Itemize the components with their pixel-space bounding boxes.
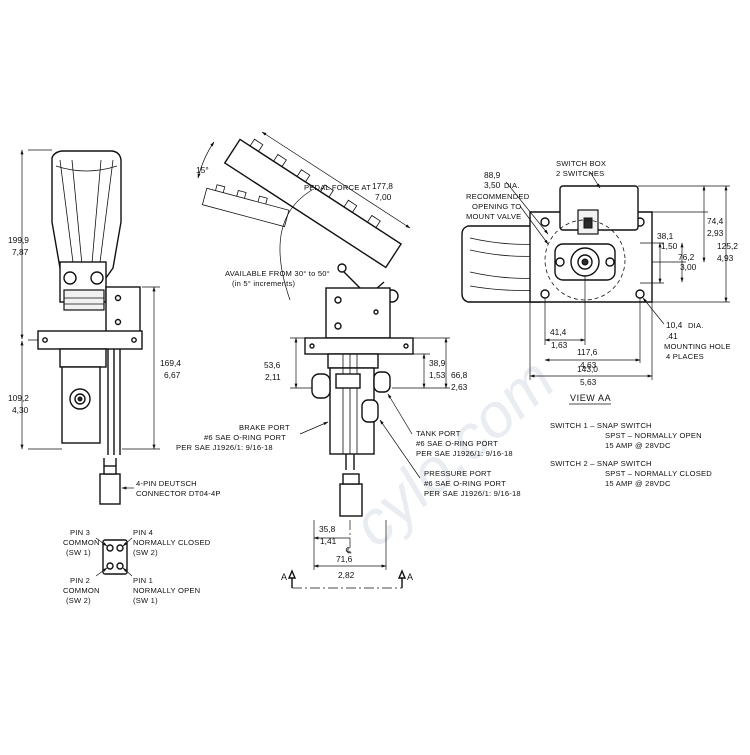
dim-mid-height-mm: 38,1 bbox=[657, 231, 674, 241]
dim-center-offset-mm: 35,8 bbox=[319, 524, 336, 534]
dim-base-a-mm: 53,6 bbox=[264, 360, 281, 370]
recommended-line1: RECOMMENDED bbox=[466, 192, 530, 201]
dim-pedal-force-mm: 177,8 bbox=[372, 181, 393, 191]
pin3-line3: (SW 1) bbox=[66, 548, 91, 557]
dim-inner-height-mm: 76,2 bbox=[678, 252, 695, 262]
pin-diagram bbox=[95, 537, 133, 577]
dim-top-height-in: 2,93 bbox=[707, 228, 724, 238]
dim-hole-dia-mm: 10,4 bbox=[666, 320, 683, 330]
dim-right-height-in: 4,93 bbox=[717, 253, 734, 263]
pin2-line2: COMMON bbox=[63, 586, 100, 595]
brake-port-line2: #6 SAE O-RING PORT bbox=[204, 433, 286, 442]
switch2-line1: SWITCH 2 – SNAP SWITCH bbox=[550, 459, 652, 468]
mounting-hole-line2: 4 PLACES bbox=[666, 352, 704, 361]
dim-left-height-in: 7,87 bbox=[12, 247, 29, 257]
brake-port-line3: PER SAE J1926/1: 9/16-18 bbox=[176, 443, 273, 452]
dim-opening-dia-in: 3,50 bbox=[484, 180, 501, 190]
pin3-line2: COMMON bbox=[63, 538, 100, 547]
switch1-line2: SPST – NORMALLY OPEN bbox=[605, 431, 702, 440]
dim-side-height-mm: 169,4 bbox=[160, 358, 181, 368]
available-line2: (in 5° increments) bbox=[232, 279, 295, 288]
pressure-port-line2: #6 SAE O-RING PORT bbox=[424, 479, 506, 488]
switch2-line3: 15 AMP @ 28VDC bbox=[605, 479, 671, 488]
dim-base-width-in: 2,82 bbox=[338, 570, 355, 580]
available-line1: AVAILABLE FROM 30° to 50° bbox=[225, 269, 330, 278]
dim-left-lower-in: 4,30 bbox=[12, 405, 29, 415]
tank-port-line2: #6 SAE O-RING PORT bbox=[416, 439, 498, 448]
dim-inner-width-mm: 117,6 bbox=[577, 347, 598, 357]
dim-hole-offset-in: 1,63 bbox=[551, 340, 568, 350]
center-front-view bbox=[197, 131, 450, 589]
opening-dia-suffix: DIA. bbox=[504, 181, 520, 190]
pin4-line2: NORMALLY CLOSED bbox=[133, 538, 211, 547]
dim-side-height-in: 6,67 bbox=[164, 370, 181, 380]
pin1-line3: (SW 1) bbox=[133, 596, 158, 605]
dim-base-b-mm: 38,9 bbox=[429, 358, 446, 368]
dim-hole-dia-in: .41 bbox=[666, 331, 678, 341]
dim-pedal-force-in: 7,00 bbox=[375, 192, 392, 202]
section-a-right: A bbox=[407, 572, 414, 582]
pin1-line2: NORMALLY OPEN bbox=[133, 586, 200, 595]
dim-inner-height-in: 3,00 bbox=[680, 262, 697, 272]
dim-base-a-in: 2,11 bbox=[265, 372, 281, 382]
pin4-line3: (SW 2) bbox=[133, 548, 158, 557]
connector-label-line1: 4-PIN DEUTSCH bbox=[136, 479, 197, 488]
view-aa-title: VIEW AA bbox=[570, 393, 611, 403]
switch1-line3: 15 AMP @ 28VDC bbox=[605, 441, 671, 450]
section-a-left: A bbox=[281, 572, 288, 582]
dim-left-height-mm: 199,9 bbox=[8, 235, 29, 245]
switch-box-line2: 2 SWITCHES bbox=[556, 169, 604, 178]
brake-port-line1: BRAKE PORT bbox=[239, 423, 290, 432]
recommended-line2: OPENING TO bbox=[472, 202, 521, 211]
dim-right-height-mm: 125,2 bbox=[717, 241, 738, 251]
dim-pedal-angle: 15° bbox=[196, 165, 209, 175]
tank-port-line3: PER SAE J1926/1: 9/16-18 bbox=[416, 449, 513, 458]
dim-overall-width-mm: 143,0 bbox=[577, 364, 598, 374]
switch1-line1: SWITCH 1 – SNAP SWITCH bbox=[550, 421, 652, 430]
dim-base-width-mm: 71,6 bbox=[336, 554, 353, 564]
pin4-line1: PIN 4 bbox=[133, 528, 153, 537]
dim-top-height-mm: 74,4 bbox=[707, 216, 724, 226]
recommended-line3: MOUNT VALVE bbox=[466, 212, 521, 221]
pin1-line1: PIN 1 bbox=[133, 576, 153, 585]
tank-port-line1: TANK PORT bbox=[416, 429, 461, 438]
dim-hole-offset-mm: 41,4 bbox=[550, 327, 567, 337]
dim-left-lower-mm: 109,2 bbox=[8, 393, 29, 403]
pin3-line1: PIN 3 bbox=[70, 528, 90, 537]
pedal-force-label: PEDAL FORCE AT bbox=[304, 183, 371, 192]
dim-mid-height-in: 1,50 bbox=[661, 241, 678, 251]
pressure-port-line1: PRESSURE PORT bbox=[424, 469, 492, 478]
dim-base-c-in: 2,63 bbox=[451, 382, 468, 392]
switch-box-line1: SWITCH BOX bbox=[556, 159, 606, 168]
view-aa bbox=[461, 171, 730, 380]
mounting-hole-line1: MOUNTING HOLE bbox=[664, 342, 731, 351]
dim-base-c-mm: 66,8 bbox=[451, 370, 468, 380]
dim-opening-dia-mm: 88,9 bbox=[484, 170, 501, 180]
connector-label-line2: CONNECTOR DT04-4P bbox=[136, 489, 221, 498]
dim-center-offset-in: 1,41 bbox=[320, 536, 337, 546]
dim-inner-width-in: 4,63 bbox=[580, 360, 597, 370]
pin2-line1: PIN 2 bbox=[70, 576, 90, 585]
hole-dia-suffix: DIA. bbox=[688, 321, 704, 330]
switch2-line2: SPST – NORMALLY CLOSED bbox=[605, 469, 712, 478]
pin2-line3: (SW 2) bbox=[66, 596, 91, 605]
centerline-mark: ℄ bbox=[345, 545, 352, 555]
pressure-port-line3: PER SAE J1926/1: 9/16-18 bbox=[424, 489, 521, 498]
dim-base-b-in: 1,53 bbox=[429, 370, 446, 380]
dim-overall-width-in: 5,63 bbox=[580, 377, 597, 387]
left-side-view bbox=[20, 149, 160, 505]
